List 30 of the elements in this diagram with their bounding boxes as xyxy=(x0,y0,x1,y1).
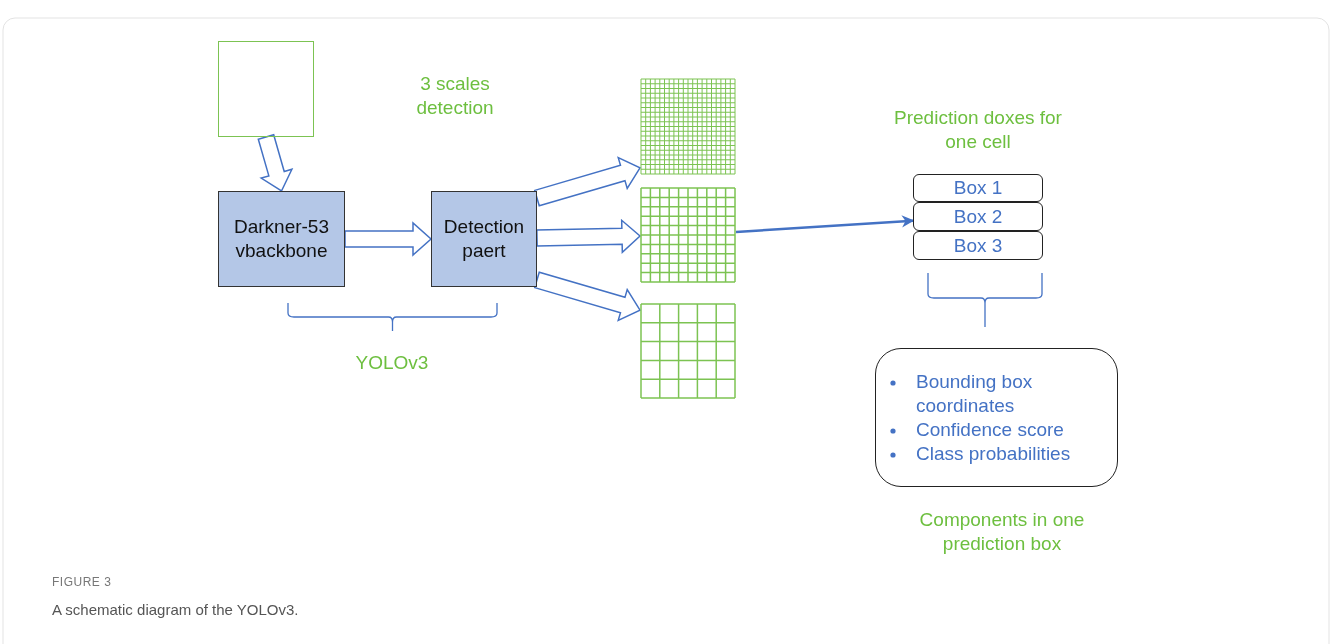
prediction-box xyxy=(913,202,1043,231)
grid-drawing xyxy=(640,187,736,283)
block-arrow xyxy=(536,218,642,254)
node-label: Box 1 xyxy=(953,176,1003,200)
bracket-label: YOLOv3 xyxy=(354,351,430,375)
bullet-item: Bounding box coordinates xyxy=(916,370,1033,416)
caption-text: Components in one prediction box xyxy=(918,508,1086,556)
prediction-box xyxy=(913,231,1043,260)
block-arrow xyxy=(257,133,294,193)
node-label: Box 2 xyxy=(953,204,1003,229)
input-image-box xyxy=(218,41,314,137)
caption-text: Prediction doxes for one cell xyxy=(893,106,1063,154)
bullet-item: Confidence score xyxy=(916,418,1064,440)
grid-drawing xyxy=(640,303,736,399)
bullet-item: Class probabilities xyxy=(916,442,1071,464)
prediction-box xyxy=(913,174,1043,202)
node-label: Darkner-53 vbackbone xyxy=(232,215,330,263)
grid-drawing xyxy=(640,78,736,175)
scale-label: 3 scales detection xyxy=(415,72,495,120)
node-label: Box 3 xyxy=(953,233,1003,258)
process-box xyxy=(431,191,537,287)
components-box xyxy=(875,348,1118,487)
arrow xyxy=(735,215,915,234)
block-arrow xyxy=(533,156,642,207)
node-label: Detection paert xyxy=(442,215,526,263)
process-box xyxy=(218,191,345,287)
block-arrow xyxy=(344,221,433,257)
figure-caption: A schematic diagram of the YOLOv3. xyxy=(52,601,299,618)
figure-number: FIGURE 3 xyxy=(52,575,112,589)
block-arrow xyxy=(533,271,642,322)
